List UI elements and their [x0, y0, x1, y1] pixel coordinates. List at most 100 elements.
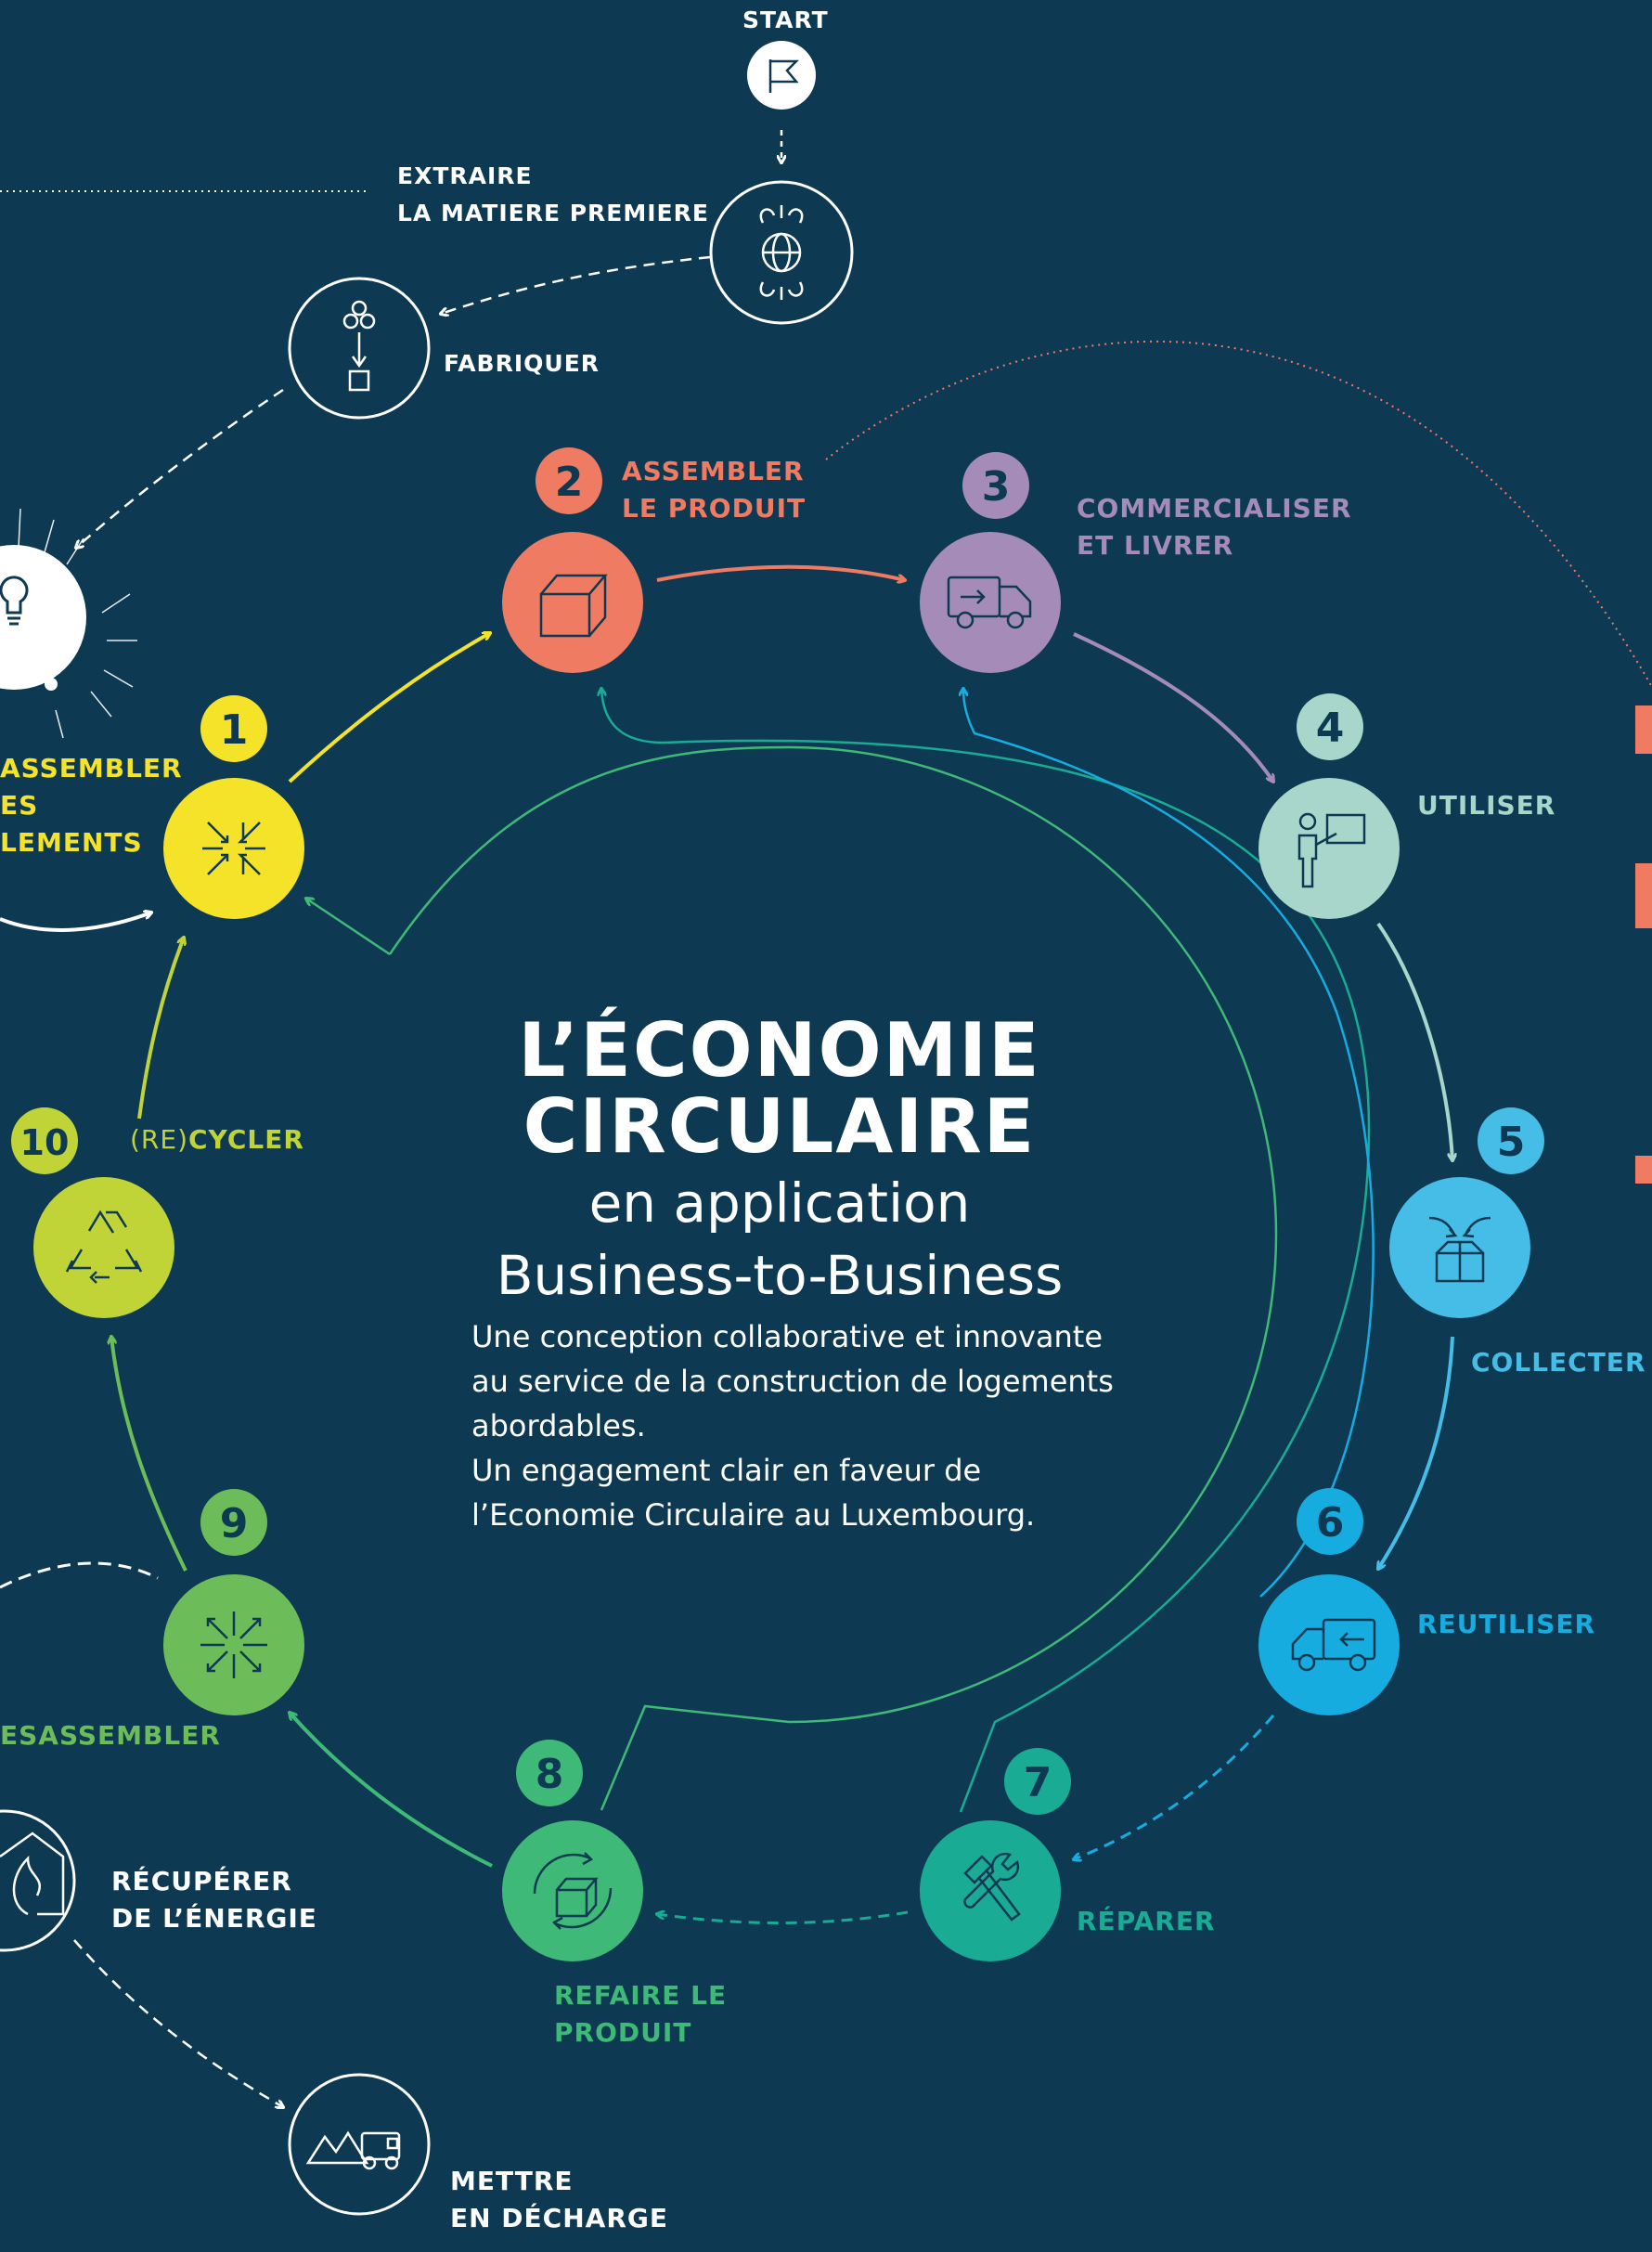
arrow-5-to-6	[1378, 1336, 1454, 1569]
step-circle-6	[1258, 1574, 1400, 1715]
step-label-9: ESASSEMBLER	[0, 1720, 221, 1751]
step-circle-10	[33, 1177, 174, 1318]
arrow-extraire-to-fabriquer	[441, 255, 711, 314]
step-label-2-line2: LE PRODUIT	[622, 493, 807, 524]
step-badge-3	[962, 452, 1029, 519]
decharge-label-line1: METTRE	[450, 2166, 574, 2196]
return-truck-icon	[1291, 1618, 1376, 1672]
extraire-circle	[709, 180, 854, 325]
step-node-8	[502, 1740, 643, 1961]
step-node-9	[163, 1489, 304, 1715]
description-line3: abordables.	[471, 1408, 646, 1443]
step-label-10-main: CYCLER	[188, 1124, 304, 1155]
step-label-4: UTILISER	[1417, 790, 1556, 821]
description-line2: au service de la construction de logemen…	[471, 1364, 1114, 1399]
start-label: START	[742, 6, 829, 33]
step-label-1-line3: LEMENTS	[0, 827, 143, 858]
step-circle-1	[163, 778, 304, 919]
loop-line-6-to-3	[963, 689, 1375, 1598]
fabriquer-label: FABRIQUER	[444, 350, 600, 377]
delivery-truck-icon	[947, 576, 1032, 629]
step-number-1: 1	[220, 706, 249, 754]
presenter-icon	[1297, 812, 1366, 888]
recycle-icon	[65, 1210, 143, 1284]
step-label-10: (RE)CYCLER	[130, 1121, 304, 1158]
step-number-7: 7	[1024, 1759, 1052, 1806]
arrow-1-to-2	[288, 633, 490, 783]
loop-arrow-to-1	[306, 899, 391, 956]
expand-arrows-icon	[200, 1611, 267, 1678]
arrow-fabriquer-to-idea	[76, 388, 284, 548]
step-circle-3	[920, 532, 1061, 673]
step-number-4: 4	[1316, 705, 1345, 752]
step-node-10	[11, 1107, 174, 1318]
recuperer-node	[0, 1809, 76, 1952]
arrow-10-to-1	[137, 938, 184, 1120]
step-label-1-line1: ASSEMBLER	[0, 753, 183, 783]
open-box-icon	[1428, 1216, 1491, 1283]
step-node-4	[1258, 693, 1400, 919]
step-node-7	[920, 1748, 1071, 1961]
edge-decoration	[1635, 705, 1652, 1184]
loop-line-7-to-2	[601, 689, 1371, 1813]
description-line4: Un engagement clair en faveur de	[471, 1453, 982, 1488]
extraire-label-line1: EXTRAIRE	[397, 162, 533, 189]
tools-icon	[963, 1852, 1021, 1922]
step-badge-7	[1004, 1748, 1071, 1815]
start-circle	[747, 41, 816, 110]
arrow-7-to-8	[657, 1912, 909, 1925]
step-badge-8	[516, 1740, 583, 1806]
step-number-8: 8	[536, 1751, 564, 1798]
recuperer-label-line2: DE L’ÉNERGIE	[111, 1903, 317, 1934]
step-label-7: RÉPARER	[1077, 1906, 1216, 1936]
step-number-9: 9	[220, 1500, 249, 1547]
arrow-energy-to-landfill	[73, 1939, 283, 2107]
box-icon	[539, 574, 608, 638]
extraire-node	[709, 180, 854, 325]
arrow-2-to-3	[656, 564, 905, 580]
step-label-8-line2: PRODUIT	[554, 2017, 692, 2048]
arrow-9-to-10	[111, 1337, 187, 1572]
step-label-6: REUTILISER	[1417, 1609, 1596, 1639]
recuperer-label-line1: RÉCUPÉRER	[111, 1866, 292, 1896]
arrow-8-to-9	[290, 1713, 493, 1868]
flag-icon	[768, 59, 800, 93]
step-badge-10	[11, 1107, 78, 1174]
step-node-2	[502, 447, 643, 673]
step-number-5: 5	[1497, 1119, 1526, 1166]
lightbulb-icon	[0, 576, 29, 626]
step-circle-9	[163, 1574, 304, 1715]
house-flame-icon	[0, 1831, 65, 1916]
step-circle-4	[1258, 778, 1400, 919]
arrow-4-to-5	[1376, 922, 1452, 1160]
dashed-arc-9	[0, 1561, 159, 1589]
step-badge-2	[536, 447, 602, 514]
step-number-10: 10	[20, 1122, 70, 1163]
subtitle-line2: Business-to-Business	[496, 1244, 1064, 1307]
recuperer-circle	[0, 1809, 76, 1952]
step-label-1-line2: ES	[0, 790, 39, 821]
decharge-node	[288, 2073, 431, 2216]
step-badge-5	[1478, 1107, 1544, 1174]
step-badge-6	[1297, 1488, 1363, 1555]
start-node	[747, 41, 816, 110]
step-badge-1	[200, 695, 267, 762]
step-node-3	[920, 452, 1061, 673]
step-node-1	[163, 695, 304, 919]
step-label-3-line2: ET LIVRER	[1077, 530, 1234, 561]
step-label-2-line1: ASSEMBLER	[622, 456, 805, 486]
globe-extraction-icon	[759, 205, 804, 300]
step-number-3: 3	[982, 463, 1011, 511]
fabriquer-node	[288, 277, 431, 420]
subtitle-line1: en application	[588, 1171, 971, 1235]
step-number-6: 6	[1316, 1499, 1345, 1547]
step-label-10-prefix: (RE)	[130, 1124, 188, 1155]
manufacture-icon	[342, 300, 376, 392]
idea-node	[0, 508, 137, 739]
arrow-3-to-4	[1073, 632, 1273, 782]
step-node-6	[1258, 1488, 1400, 1715]
step-number-2: 2	[555, 459, 584, 506]
landfill-truck-icon	[305, 2130, 401, 2170]
compress-arrows-icon	[202, 822, 265, 875]
